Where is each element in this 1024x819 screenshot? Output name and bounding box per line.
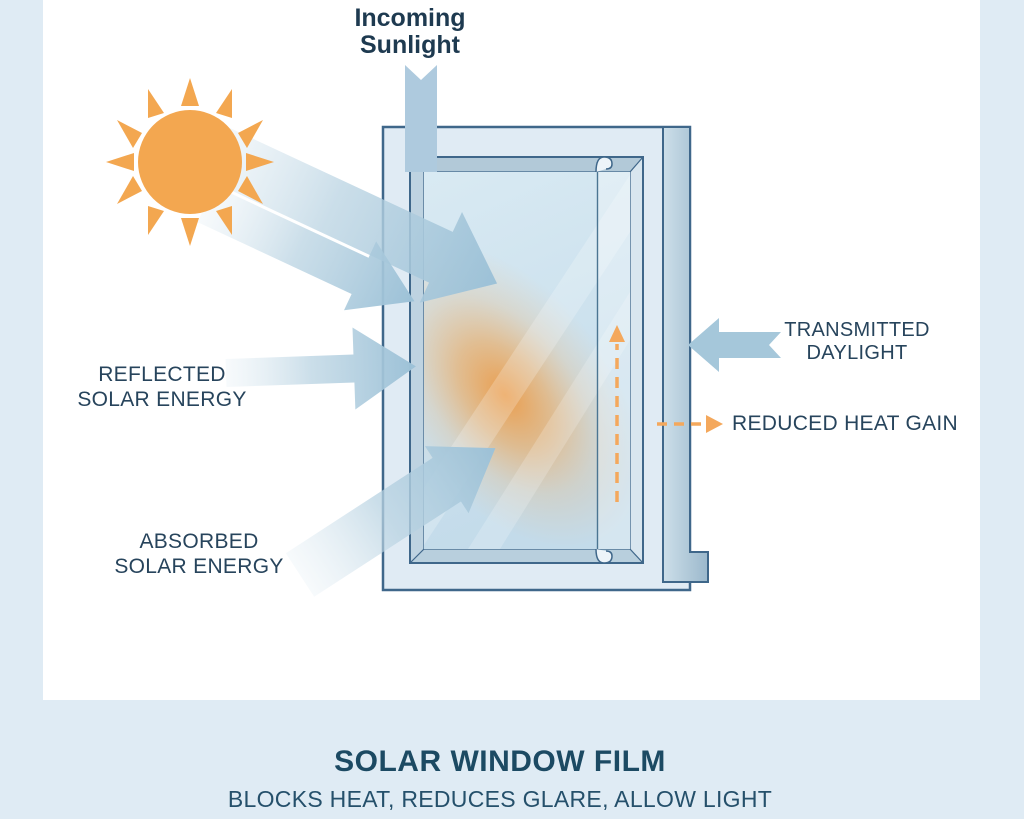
window-film xyxy=(595,156,613,564)
page-title: SOLAR WINDOW FILM xyxy=(334,745,666,778)
heat-arrows xyxy=(609,325,723,502)
film-strip xyxy=(597,172,630,549)
reflected-solar-energy-label: REFLECTED SOLAR ENERGY xyxy=(77,363,247,411)
absorbed-solar-energy-label: ABSORBED SOLAR ENERGY xyxy=(114,530,284,578)
solar-window-diagram xyxy=(106,65,781,597)
page-subtitle: BLOCKS HEAT, REDUCES GLARE, ALLOW LIGHT xyxy=(227,786,773,812)
film-curl-bottom xyxy=(595,548,613,564)
sun-beam-secondary xyxy=(197,185,415,311)
film-curl-top xyxy=(595,156,613,173)
sun-icon xyxy=(106,78,274,246)
transmitted-daylight-label: TRANSMITTED DAYLIGHT xyxy=(784,319,930,364)
up-right-arrow-icon xyxy=(285,446,496,597)
incoming-sunlight-label: Incoming Sunlight xyxy=(354,4,466,59)
left-arrow-icon xyxy=(688,318,781,372)
down-arrow-icon xyxy=(405,65,437,172)
reduced-heat-gain-label: REDUCED HEAT GAIN xyxy=(732,412,959,435)
right-arrow-icon xyxy=(225,327,416,410)
wall-bar xyxy=(662,126,709,583)
